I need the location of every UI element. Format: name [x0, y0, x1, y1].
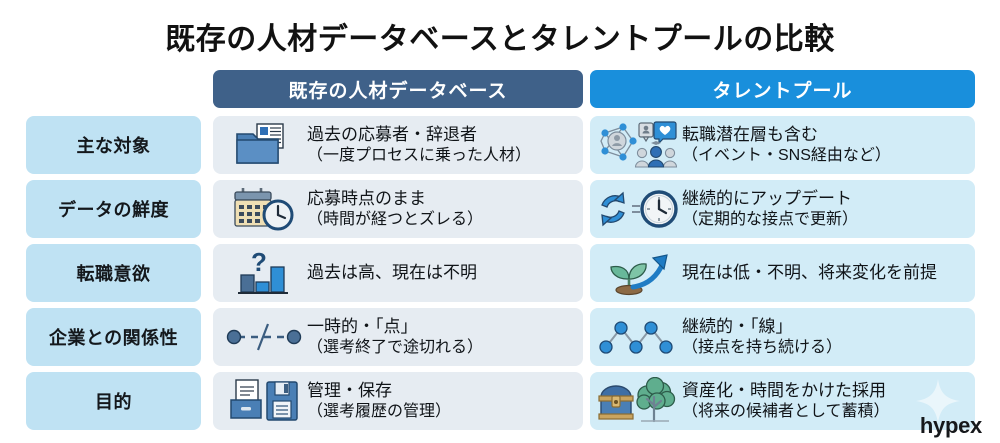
folder-documents-icon	[221, 118, 307, 172]
column-header-pool-label: タレントプール	[712, 80, 853, 102]
seedling-growth-arrow-icon	[596, 246, 682, 300]
cell-existing-text: 管理・保存 （選考履歴の管理）	[307, 380, 451, 422]
column-header-talent-pool: タレントプール	[590, 70, 975, 108]
row-label-text: 企業との関係性	[48, 328, 179, 348]
row-label-text: データの鮮度	[58, 200, 169, 220]
cell-pool: 現在は低・不明、将来変化を前提	[590, 244, 975, 302]
broken-dotted-line-icon	[221, 310, 307, 364]
cell-pool: 継続的・「線」 （接点を持ち続ける）	[590, 308, 975, 366]
cell-existing: ? 過去は高、現在は不明	[213, 244, 583, 302]
table-row: データの鮮度	[0, 180, 1000, 238]
cell-existing-main: 過去の応募者・辞退者	[307, 124, 477, 144]
cell-existing-sub: （選考終了で途切れる）	[307, 338, 484, 356]
svg-text:?: ?	[251, 249, 267, 277]
file-tray-floppy-icon	[221, 374, 307, 428]
cell-pool-text: 継続的にアップデート （定期的な接点で更新）	[682, 188, 858, 230]
cell-existing: 応募時点のまま （時間が経つとズレる）	[213, 180, 583, 238]
column-header-existing-database: 既存の人材データベース	[213, 70, 583, 108]
table-row: 目的	[0, 372, 1000, 430]
row-label-cell: 主な対象	[26, 116, 201, 174]
cell-existing: 管理・保存 （選考履歴の管理）	[213, 372, 583, 430]
cell-pool: 転職潜在層も含む （イベント・SNS経由など）	[590, 116, 975, 174]
cell-pool-text: 転職潜在層も含む （イベント・SNS経由など）	[682, 124, 891, 166]
row-label-text: 主な対象	[76, 136, 151, 156]
cell-existing: 過去の応募者・辞退者 （一度プロセスに乗った人材）	[213, 116, 583, 174]
cell-pool-sub: （接点を持ち続ける）	[682, 338, 843, 356]
cell-pool-main: 現在は低・不明、将来変化を前提	[682, 263, 937, 283]
cell-existing-text: 過去は高、現在は不明	[307, 262, 477, 284]
cell-pool-text: 継続的・「線」 （接点を持ち続ける）	[682, 316, 842, 358]
network-people-heart-icon	[596, 118, 682, 172]
row-label-text: 転職意欲	[76, 264, 151, 284]
cell-existing-text: 応募時点のまま （時間が経つとズレる）	[307, 188, 483, 230]
cell-existing-main: 過去は高、現在は不明	[307, 263, 477, 283]
comparison-table: 既存の人材データベース タレントプール 主な対象	[0, 70, 1000, 443]
cell-pool-main: 継続的・「線」	[682, 316, 793, 336]
cell-existing: 一時的・「点」 （選考終了で途切れる）	[213, 308, 583, 366]
treasure-chest-tree-icon	[596, 374, 682, 428]
row-label-cell: データの鮮度	[26, 180, 201, 238]
calendar-clock-icon	[221, 182, 307, 236]
cell-existing-main: 応募時点のまま	[307, 188, 426, 208]
table-row: 転職意欲 ? 過去は高、現在は不明	[0, 244, 1000, 302]
refresh-clock-icon	[596, 182, 682, 236]
cell-existing-main: 管理・保存	[307, 380, 392, 400]
table-header-row: 既存の人材データベース タレントプール	[0, 70, 1000, 108]
cell-pool-main: 継続的にアップデート	[682, 188, 852, 208]
row-label-cell: 転職意欲	[26, 244, 201, 302]
cell-pool: 継続的にアップデート （定期的な接点で更新）	[590, 180, 975, 238]
slide-title: 既存の人材データベースとタレントプールの比較	[165, 23, 835, 56]
column-header-existing-label: 既存の人材データベース	[288, 80, 508, 102]
table-row: 主な対象 過去の応募者・辞退者 （一度プロセスに乗った人材	[0, 116, 1000, 174]
cell-pool-text: 資産化・時間をかけた採用 （将来の候補者として蓄積）	[682, 380, 890, 422]
row-label-cell: 目的	[26, 372, 201, 430]
cell-pool-sub: （イベント・SNS経由など）	[682, 146, 891, 164]
cell-pool: 資産化・時間をかけた採用 （将来の候補者として蓄積）	[590, 372, 975, 430]
cell-pool-sub: （定期的な接点で更新）	[682, 210, 859, 228]
row-label-text: 目的	[95, 392, 132, 412]
table-row: 企業との関係性 一時的・「点」 （選考終了で途切れる）	[0, 308, 1000, 366]
brand-logo: hypex	[919, 413, 982, 438]
cell-existing-main: 一時的・「点」	[307, 316, 418, 336]
cell-pool-main: 転職潜在層も含む	[682, 124, 818, 144]
cell-existing-sub: （一度プロセスに乗った人材）	[307, 146, 532, 164]
bar-chart-question-icon: ?	[221, 246, 307, 300]
cell-pool-main: 資産化・時間をかけた採用	[682, 380, 886, 400]
cell-existing-sub: （時間が経つとズレる）	[307, 210, 484, 228]
cell-pool-text: 現在は低・不明、将来変化を前提	[682, 262, 937, 284]
cell-pool-sub: （将来の候補者として蓄積）	[682, 402, 890, 420]
connected-zigzag-dots-icon	[596, 310, 682, 364]
cell-existing-text: 過去の応募者・辞退者 （一度プロセスに乗った人材）	[307, 124, 531, 166]
row-label-cell: 企業との関係性	[26, 308, 201, 366]
cell-existing-sub: （選考履歴の管理）	[307, 402, 452, 420]
cell-existing-text: 一時的・「点」 （選考終了で途切れる）	[307, 316, 483, 358]
